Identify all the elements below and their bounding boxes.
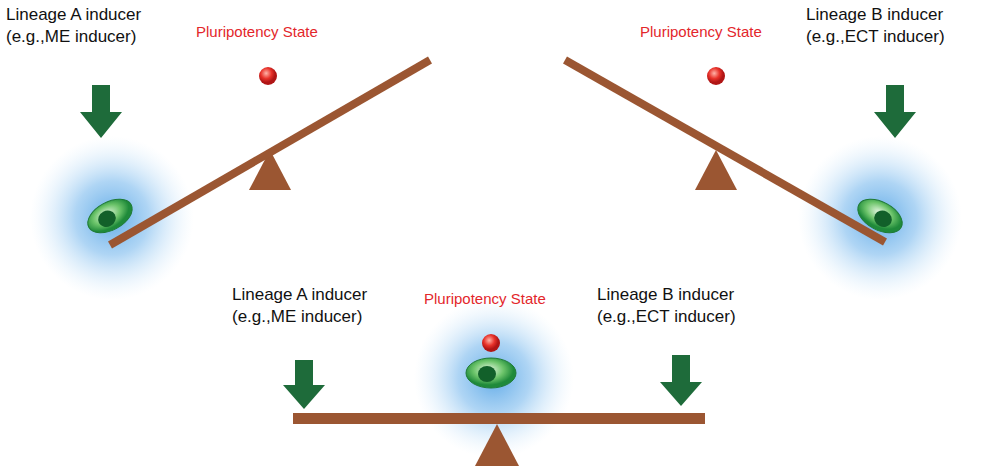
cell-glow: [798, 136, 962, 300]
state-label: Pluripotency State: [640, 21, 790, 43]
inducer-label: Lineage B inducer (e.g.,ECT inducer): [806, 4, 986, 48]
inducer-label: Lineage A inducer (e.g.,ME inducer): [232, 284, 410, 328]
inducer-label: Lineage B inducer (e.g.,ECT inducer): [597, 284, 782, 328]
plank: [293, 413, 705, 424]
inducer-arrow: [660, 355, 702, 406]
pluripotency-ball: [259, 67, 277, 85]
pluripotency-ball: [482, 334, 500, 352]
cell: [852, 192, 908, 239]
cell-glow: [30, 136, 194, 300]
seesaw-left: [30, 60, 430, 300]
state-label: Pluripotency State: [196, 21, 346, 43]
inducer-arrow: [80, 85, 122, 138]
fulcrum: [475, 424, 519, 466]
inducer-arrow: [283, 360, 325, 409]
inducer-arrow: [874, 85, 916, 138]
plank: [110, 60, 430, 245]
cell: [82, 192, 138, 239]
plank: [565, 60, 885, 242]
inducer-label: Lineage A inducer (e.g.,ME inducer): [6, 4, 184, 48]
cell: [466, 358, 516, 388]
seesaw-right: [565, 60, 962, 300]
pluripotency-ball: [707, 67, 725, 85]
state-label: Pluripotency State: [424, 288, 574, 310]
